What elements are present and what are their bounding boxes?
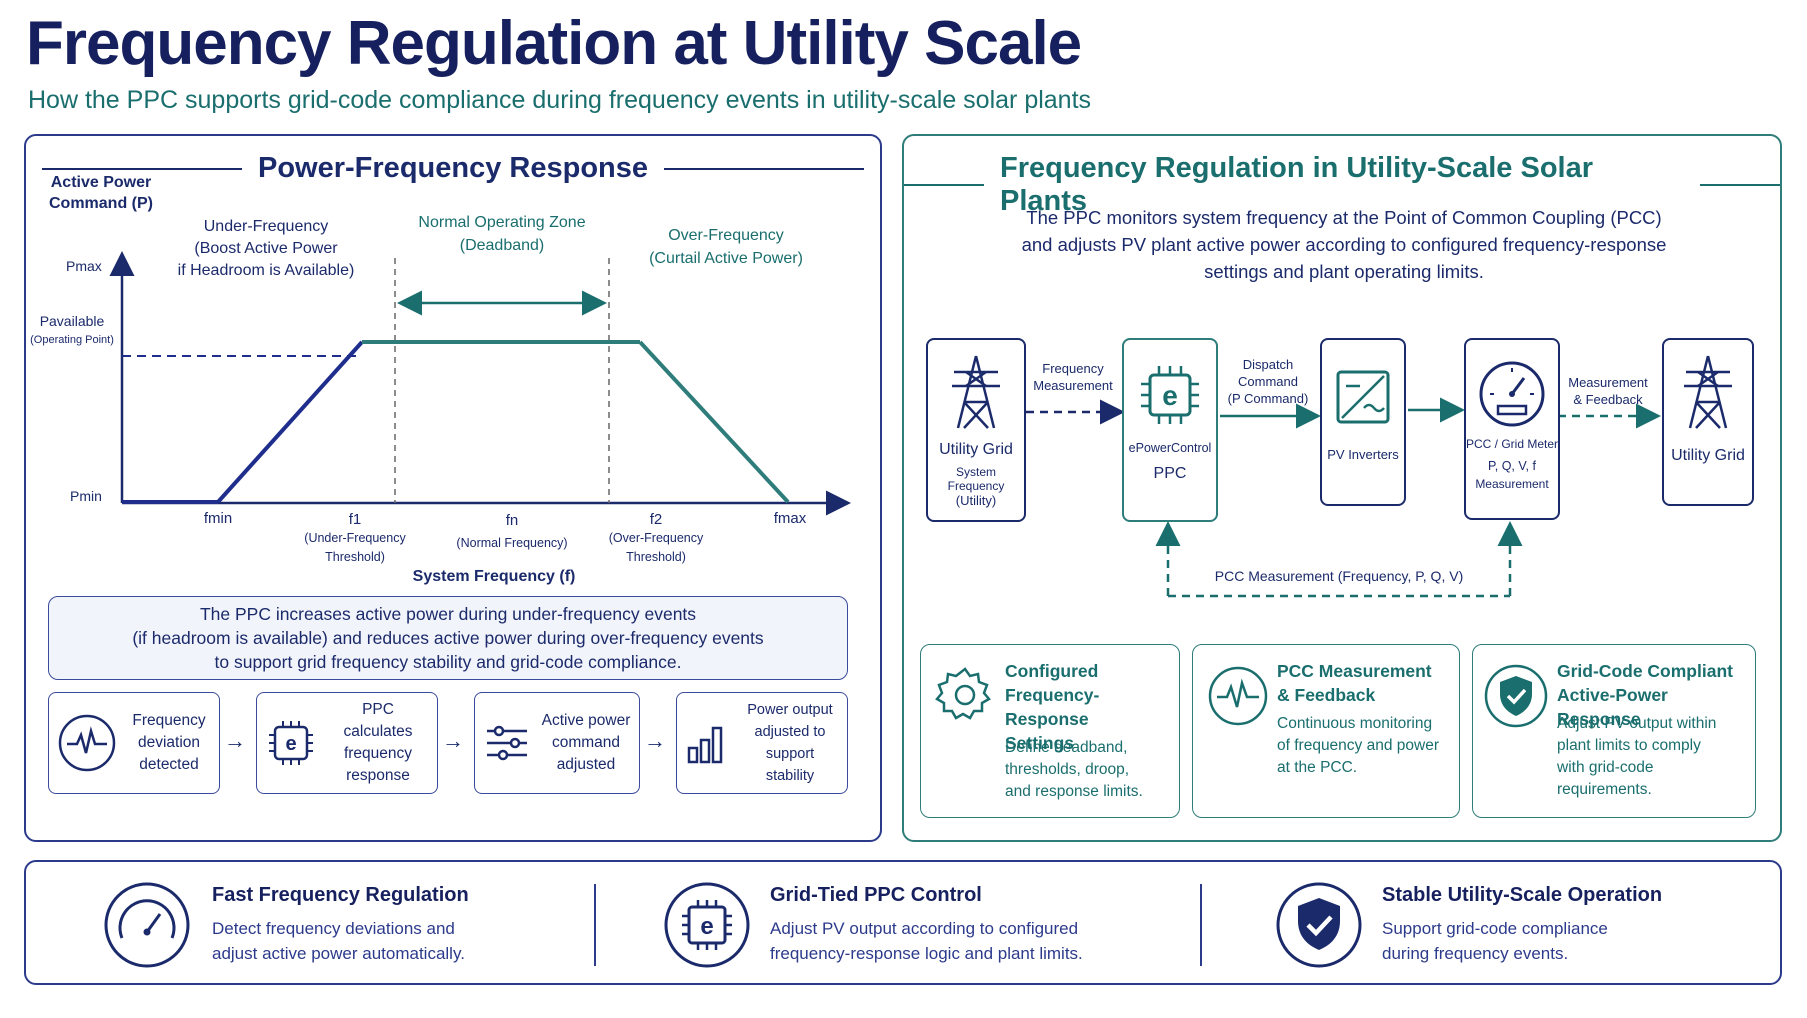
benefit-ppc-control: e Grid-Tied PPC Control Adjust PV output… — [606, 862, 1186, 987]
shield-check-icon — [1484, 664, 1548, 728]
pmax-tick: Pmax — [66, 258, 102, 274]
arrow-icon: → — [644, 728, 666, 753]
gauge-icon — [104, 882, 190, 968]
pcc-grid-meter-node: PCC / Grid Meter P, Q, V, f Measurement — [1464, 338, 1560, 520]
f1-tick: f1 (Under-Frequency Threshold) — [304, 511, 406, 564]
normal-zone-label: Normal Operating Zone (Deadband) — [418, 214, 586, 254]
sliders-icon — [487, 725, 527, 761]
epowercontrol-chip-icon: e — [1141, 366, 1199, 424]
arrow-icon: → — [442, 728, 464, 753]
x-axis-label: System Frequency (f) — [412, 568, 576, 585]
step-ppc-calculates: e PPC calculates frequency response — [256, 692, 438, 794]
fmin-tick: fmin — [203, 510, 233, 527]
pavailable-tick: Pavailable (Operating Point) — [30, 313, 114, 346]
under-frequency-label: Under-Frequency (Boost Active Power if H… — [177, 218, 355, 279]
svg-text:e: e — [285, 733, 296, 755]
right-panel-title: Frequency Regulation in Utility-Scale So… — [904, 152, 1780, 218]
transmission-tower-icon — [952, 355, 1000, 429]
pv-inverters-node: PV Inverters — [1320, 338, 1406, 506]
feature-configured-settings: Configured Frequency-Response Settings D… — [920, 644, 1180, 818]
svg-text:e: e — [1162, 380, 1178, 411]
measurement-feedback-label: Measurement & Feedback — [1568, 375, 1648, 407]
feature-pcc-measurement: PCC Measurement & Feedback Continuous mo… — [1192, 644, 1460, 818]
meter-gauge-icon — [1479, 361, 1545, 427]
chip-icon: e — [664, 882, 750, 968]
left-panel-title-text: Power-Frequency Response — [258, 152, 648, 184]
right-panel-title-text: Frequency Regulation in Utility-Scale So… — [1000, 152, 1594, 217]
utility-grid-destination-node: Utility Grid — [1662, 338, 1754, 506]
divider — [1200, 884, 1202, 966]
svg-text:e: e — [700, 913, 713, 940]
benefit-stable-operation: Stable Utility-Scale Operation Support g… — [1216, 862, 1776, 987]
pcc-loop-label: PCC Measurement (Frequency, P, Q, V) — [1214, 568, 1464, 584]
flow-connectors — [1026, 397, 1661, 598]
waveform-icon — [1208, 666, 1268, 726]
power-frequency-curve — [109, 251, 851, 516]
divider — [594, 884, 596, 966]
step-active-power-adjusted: Active power command adjusted — [474, 692, 640, 794]
step-frequency-deviation: Frequency deviation detected — [48, 692, 220, 794]
shield-check-icon — [1276, 882, 1362, 968]
intro-text: The PPC monitors system frequency at the… — [1021, 207, 1667, 282]
solar-plant-panel: Frequency Regulation in Utility-Scale So… — [902, 134, 1782, 842]
chip-icon: e — [269, 721, 313, 765]
f2-tick: f2 (Over-Frequency Threshold) — [608, 511, 704, 564]
y-axis-label: Active Power Command (P) — [49, 174, 153, 212]
gear-icon — [935, 667, 991, 720]
page-subtitle: How the PPC supports grid-code complianc… — [28, 86, 1092, 114]
falling-segment — [638, 340, 790, 504]
transmission-tower-icon — [1684, 355, 1732, 429]
rising-segment — [216, 340, 364, 504]
fmax-tick: fmax — [773, 510, 807, 527]
left-panel-title: Power-Frequency Response — [26, 152, 880, 185]
bar-chart-icon — [687, 726, 723, 764]
benefits-bar: Fast Frequency Regulation Detect frequen… — [24, 860, 1782, 985]
utility-grid-source-node: Utility Grid System Frequency (Utility) — [926, 338, 1026, 522]
arrow-icon: → — [224, 728, 246, 753]
ppc-summary-box: The PPC increases active power during un… — [48, 596, 848, 680]
fn-tick: fn (Normal Frequency) — [456, 512, 568, 550]
ppc-node: e ePowerControl PPC — [1122, 338, 1218, 522]
page-title: Frequency Regulation at Utility Scale — [26, 9, 1082, 78]
waveform-icon — [58, 714, 116, 772]
feature-grid-code-compliant: Grid-Code Compliant Active-Power Respons… — [1472, 644, 1756, 818]
pmin-tick: Pmin — [70, 488, 102, 504]
inverter-icon — [1336, 370, 1390, 424]
frequency-measurement-label: Frequency Measurement — [1033, 361, 1113, 393]
dispatch-command-label: Dispatch Command (P Command) — [1227, 357, 1309, 406]
benefit-fast-regulation: Fast Frequency Regulation Detect frequen… — [26, 862, 596, 987]
step-power-output-adjusted: Power output adjusted to support stabili… — [676, 692, 848, 794]
power-frequency-panel: Power-Frequency Response — [24, 134, 882, 842]
over-frequency-label: Over-Frequency (Curtail Active Power) — [649, 227, 803, 267]
